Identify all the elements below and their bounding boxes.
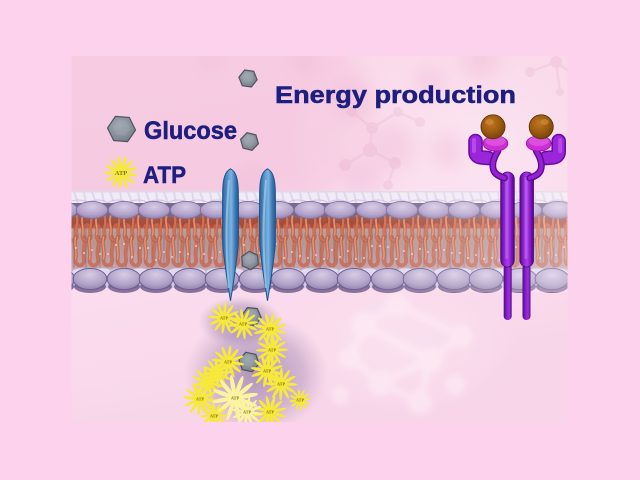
svg-text:ATP: ATP: [210, 414, 219, 419]
svg-text:ATP: ATP: [239, 322, 248, 327]
svg-text:ATP: ATP: [231, 396, 240, 401]
svg-text:ATP: ATP: [220, 316, 229, 321]
svg-text:ATP: ATP: [266, 327, 275, 332]
svg-text:ATP: ATP: [263, 369, 272, 374]
svg-text:ATP: ATP: [224, 360, 233, 365]
svg-text:ATP: ATP: [143, 162, 186, 189]
svg-text:ATP: ATP: [268, 348, 277, 353]
svg-text:ATP: ATP: [266, 410, 275, 415]
svg-text:ATP: ATP: [243, 410, 252, 415]
svg-text:ATP: ATP: [296, 398, 305, 403]
svg-text:ATP: ATP: [115, 170, 128, 177]
svg-text:Dreamstime: Dreamstime: [112, 382, 191, 396]
svg-text:ATP: ATP: [196, 397, 205, 402]
svg-text:Glucose: Glucose: [144, 117, 237, 145]
svg-text:ATP: ATP: [277, 382, 286, 387]
svg-text:Energy production: Energy production: [275, 82, 516, 109]
